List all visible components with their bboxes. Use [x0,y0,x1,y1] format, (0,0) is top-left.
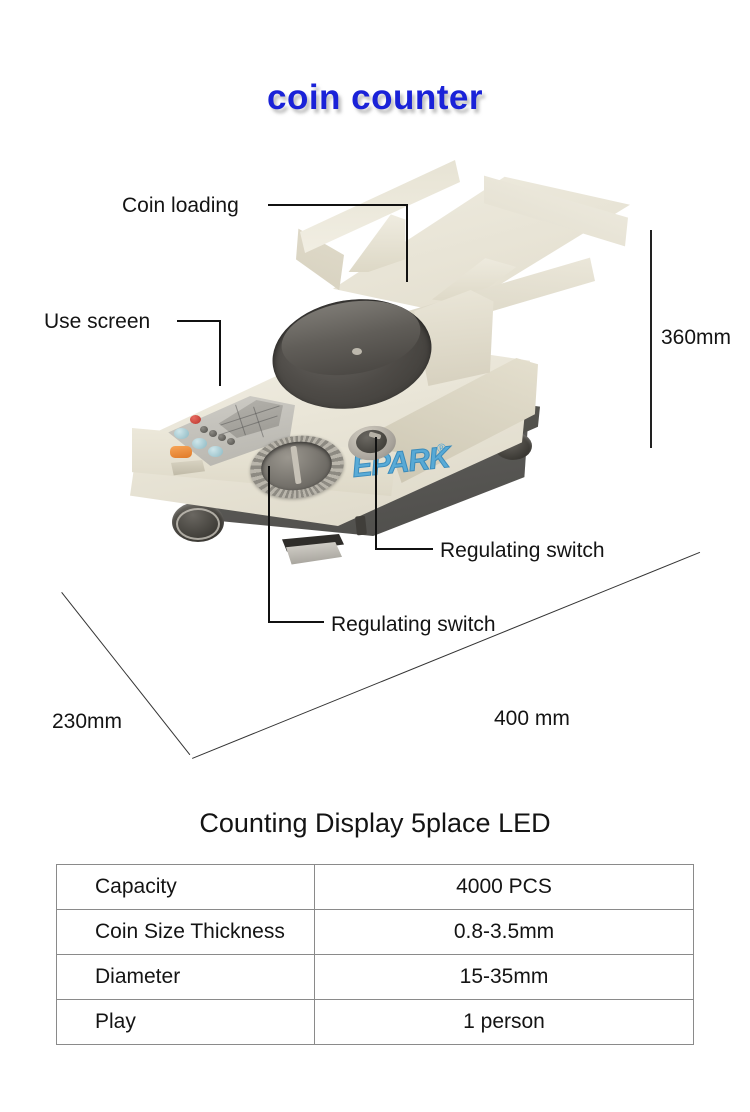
panel-indicator-2 [209,430,217,437]
spec-key-play: Play [56,999,315,1045]
panel-indicator-3 [218,434,226,441]
panel-indicator-1 [200,426,208,433]
spec-table-body: Capacity 4000 PCS Coin Size Thickness 0.… [56,864,694,1045]
leader-line-reg-switch-bottom-h [268,621,324,623]
panel-button-blue-2[interactable] [192,438,207,449]
callout-regulating-switch-right: Regulating switch [440,539,605,562]
panel-button-blue-1[interactable] [174,428,189,439]
leader-line-coin-loading-h [268,204,408,206]
product-illustration: EPARK ® [0,150,750,620]
dimension-label-depth: 230mm [52,710,123,733]
panel-button-start[interactable] [170,446,192,458]
spec-key-diameter: Diameter [56,954,315,1000]
leader-line-reg-switch-right-h [375,548,433,550]
callout-coin-loading: Coin loading [122,194,239,217]
spec-value-capacity: 4000 PCS [314,864,694,910]
machine-foot-left-highlight [176,508,220,540]
spec-table: Capacity 4000 PCS Coin Size Thickness 0.… [56,864,694,1045]
dimension-line-height [650,230,652,448]
spec-value-diameter: 15-35mm [314,954,694,1000]
table-row: Capacity 4000 PCS [56,864,694,910]
table-row: Coin Size Thickness 0.8-3.5mm [56,909,694,955]
registered-trademark-icon: ® [436,440,447,456]
front-switch-plate[interactable] [286,542,342,565]
table-row: Play 1 person [56,999,694,1045]
bowl-highlight [352,348,362,355]
dimension-label-height: 360mm [661,326,732,349]
callout-regulating-switch-bottom: Regulating switch [331,613,496,636]
panel-button-power[interactable] [190,415,201,424]
callout-use-screen: Use screen [44,310,151,333]
leader-line-reg-switch-bottom-v [268,466,270,622]
spec-key-capacity: Capacity [56,864,315,910]
leader-line-use-screen-v [219,320,221,386]
table-row: Diameter 15-35mm [56,954,694,1000]
panel-indicator-4 [227,438,235,445]
leader-line-reg-switch-right-v [375,437,377,549]
panel-button-blue-3[interactable] [208,446,223,457]
dimension-label-width: 400 mm [494,707,570,730]
spec-value-play: 1 person [314,999,694,1045]
page-title: coin counter [265,76,485,119]
spec-key-coin-size-thickness: Coin Size Thickness [56,909,315,955]
spec-table-heading: Counting Display 5place LED [199,808,551,838]
machine-handle-recess [171,460,205,476]
front-vent-slot [355,515,367,536]
spec-value-coin-size-thickness: 0.8-3.5mm [314,909,694,955]
leader-line-use-screen-h [177,320,221,322]
leader-line-coin-loading-v [406,204,408,282]
